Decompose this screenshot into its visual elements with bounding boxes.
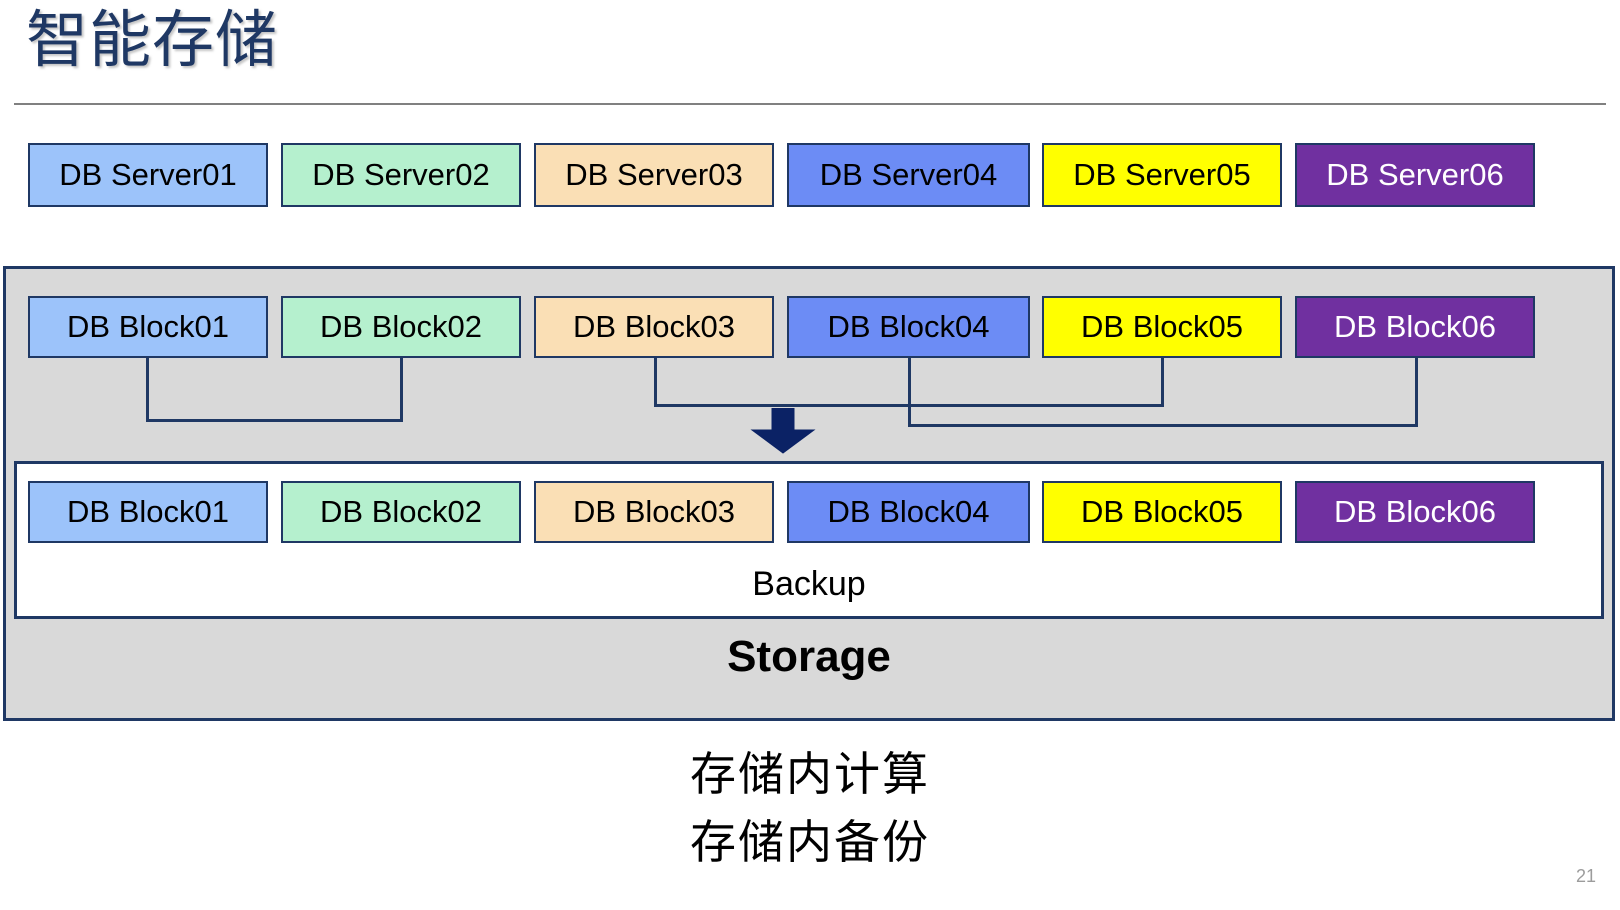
db-server-label: DB Server02 bbox=[312, 157, 490, 192]
db-server-1: DB Server01 bbox=[28, 143, 268, 207]
page-number: 21 bbox=[1575, 866, 1596, 886]
db-block-backup-label: DB Block05 bbox=[1081, 494, 1243, 529]
db-server-2: DB Server02 bbox=[281, 143, 521, 207]
connector-block04-to-block06 bbox=[908, 358, 1418, 427]
db-block-live-label: DB Block01 bbox=[67, 309, 229, 344]
db-block-live-3: DB Block03 bbox=[534, 296, 774, 358]
db-block-backup-label: DB Block03 bbox=[573, 494, 735, 529]
db-server-label: DB Server04 bbox=[819, 157, 998, 192]
backup-label: Backup bbox=[752, 565, 866, 603]
db-block-live-label: DB Block04 bbox=[827, 309, 990, 344]
db-block-backup-3: DB Block03 bbox=[534, 481, 774, 543]
db-block-live-label: DB Block02 bbox=[320, 309, 482, 344]
db-server-label: DB Server01 bbox=[59, 157, 237, 192]
db-server-6: DB Server06 bbox=[1295, 143, 1535, 207]
db-block-backup-4: DB Block04 bbox=[787, 481, 1030, 543]
db-server-3: DB Server03 bbox=[534, 143, 774, 207]
db-block-backup-1: DB Block01 bbox=[28, 481, 268, 543]
connector-block01-to-block02 bbox=[146, 358, 403, 422]
db-server-4: DB Server04 bbox=[787, 143, 1030, 207]
db-block-backup-label: DB Block01 bbox=[67, 494, 229, 529]
db-block-live-4: DB Block04 bbox=[787, 296, 1030, 358]
db-block-live-5: DB Block05 bbox=[1042, 296, 1282, 358]
db-block-backup-label: DB Block02 bbox=[320, 494, 482, 529]
db-server-label: DB Server05 bbox=[1073, 157, 1251, 192]
db-block-live-label: DB Block03 bbox=[573, 309, 735, 344]
db-block-backup-6: DB Block06 bbox=[1295, 481, 1535, 543]
db-block-backup-2: DB Block02 bbox=[281, 481, 521, 543]
db-block-live-6: DB Block06 bbox=[1295, 296, 1535, 358]
footer-text-line-1: 存储内计算 bbox=[690, 748, 930, 800]
db-block-live-1: DB Block01 bbox=[28, 296, 268, 358]
db-server-5: DB Server05 bbox=[1042, 143, 1282, 207]
footer-text-line-2: 存储内备份 bbox=[690, 816, 930, 868]
db-block-backup-label: DB Block06 bbox=[1334, 494, 1496, 529]
db-block-backup-label: DB Block04 bbox=[827, 494, 990, 529]
db-block-live-label: DB Block06 bbox=[1334, 309, 1496, 344]
down-arrow-icon bbox=[750, 407, 816, 454]
db-block-live-2: DB Block02 bbox=[281, 296, 521, 358]
db-block-live-label: DB Block05 bbox=[1081, 309, 1243, 344]
db-block-backup-5: DB Block05 bbox=[1042, 481, 1282, 543]
storage-label: Storage bbox=[727, 632, 891, 681]
db-server-label: DB Server03 bbox=[565, 157, 743, 192]
db-server-label: DB Server06 bbox=[1326, 157, 1504, 192]
page-title: 智能存储 bbox=[26, 6, 279, 75]
title-divider bbox=[14, 103, 1606, 105]
